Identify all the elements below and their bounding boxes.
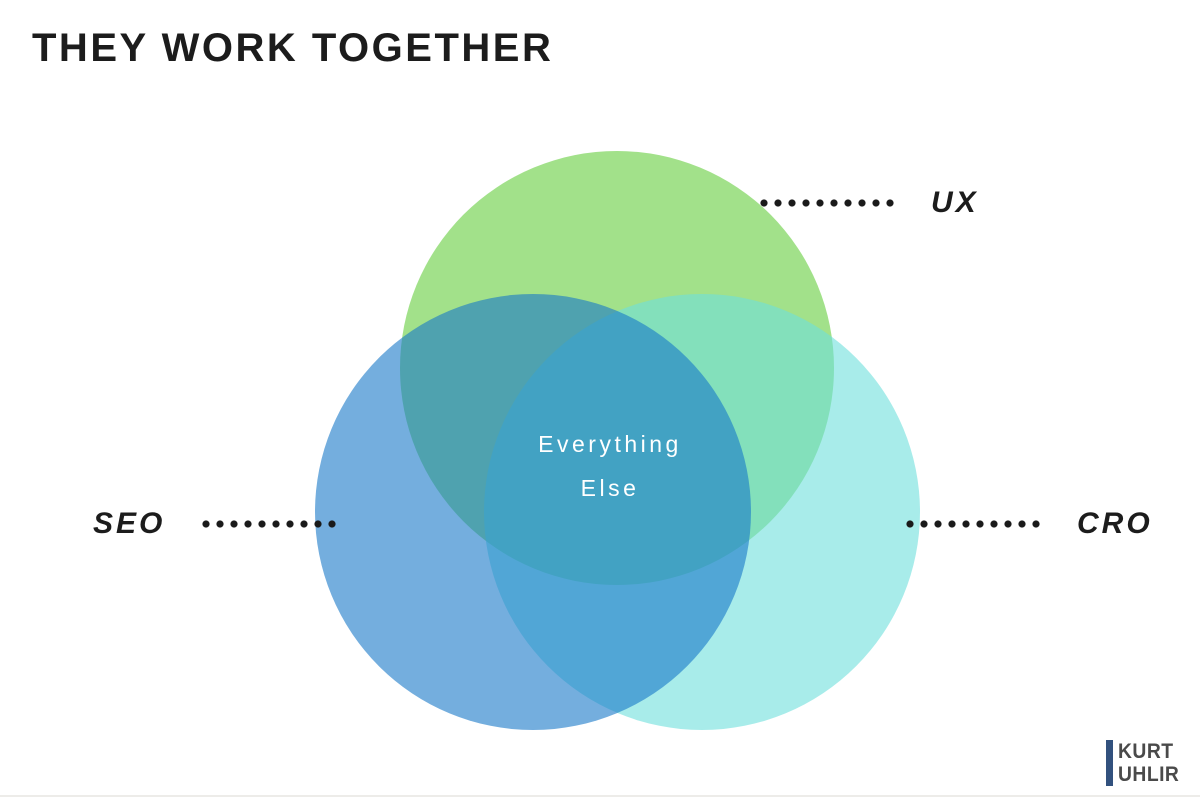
center-label: Everything Else [450, 422, 770, 510]
cro-leader-dots [903, 520, 1043, 528]
page-title: THEY WORK TOGETHER [32, 26, 554, 70]
ux-label-group: UX [757, 186, 979, 220]
ux-leader-dots [757, 199, 897, 207]
ux-label: UX [931, 186, 979, 219]
bottom-edge-line [0, 795, 1200, 797]
seo-label-group: SEO [93, 507, 340, 541]
seo-circle [315, 294, 751, 730]
logo-text: KURT UHLIR [1118, 740, 1179, 786]
logo-line2: UHLIR [1118, 763, 1180, 786]
kurt-uhlir-logo: KURT UHLIR [1106, 740, 1185, 786]
seo-label: SEO [93, 507, 166, 540]
logo-bar [1106, 740, 1113, 786]
logo-line1: KURT [1118, 740, 1174, 763]
seo-leader-dots [199, 520, 340, 528]
cro-label: CRO [1077, 507, 1153, 540]
center-label-line1: Everything [538, 431, 682, 457]
center-label-line2: Else [580, 475, 640, 501]
cro-label-group: CRO [903, 507, 1153, 541]
